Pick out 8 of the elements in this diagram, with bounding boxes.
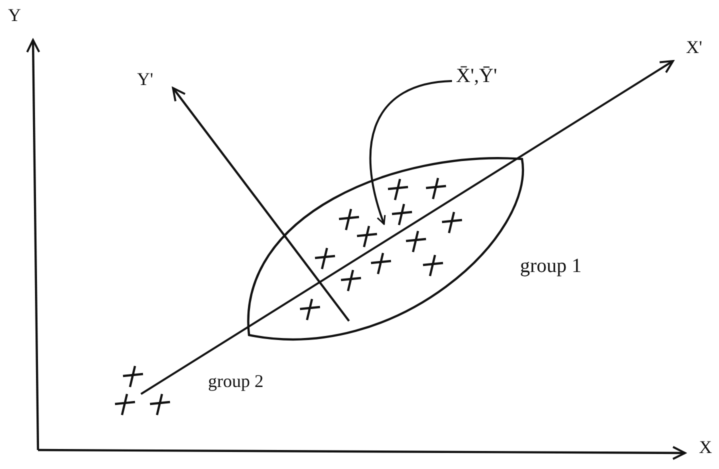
mean-label: X̄',Ȳ' (456, 66, 498, 86)
axis-label: Y' (137, 70, 154, 88)
leader-line (370, 80, 452, 225)
axis-label: Y (8, 6, 21, 24)
axis-label: X' (686, 38, 702, 56)
axis-label: X (699, 438, 712, 456)
group-label: group 2 (208, 372, 264, 390)
group-label: group 1 (520, 256, 582, 276)
